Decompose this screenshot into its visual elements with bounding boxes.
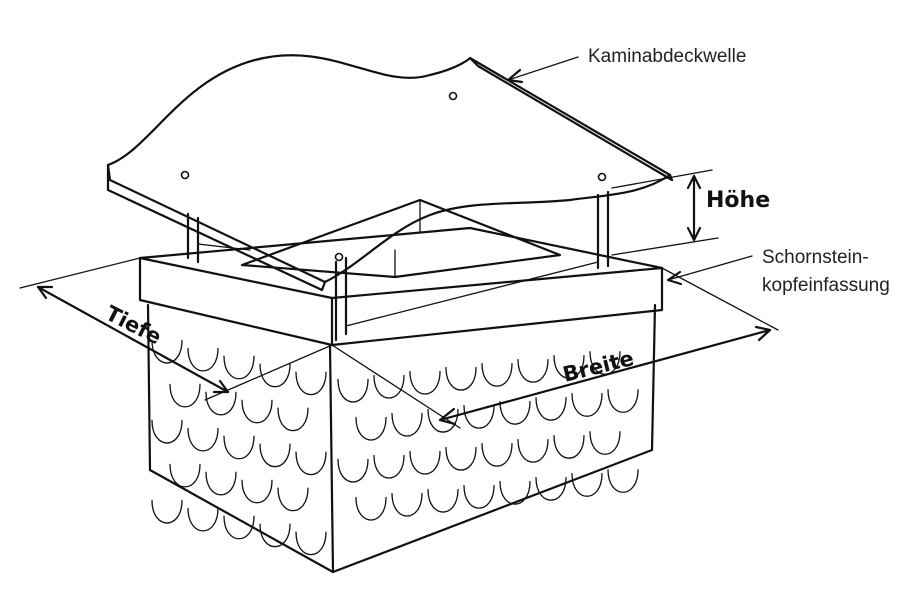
chimney-left-edge <box>146 303 152 472</box>
height-dimension: Höhe <box>611 169 770 256</box>
shingle <box>259 443 291 468</box>
shingle <box>205 471 237 496</box>
depth-label: Tiefe <box>102 301 166 349</box>
height-arrows <box>686 174 702 242</box>
width-label: Breite <box>560 346 636 387</box>
width-extension-left <box>331 344 461 429</box>
shingle <box>571 473 603 497</box>
collar-callout-label-line2: kopfeinfassung <box>762 275 890 296</box>
width-arrows <box>438 325 772 426</box>
collar-callout-label-line1: Schornstein- <box>762 247 869 268</box>
width-extension-right <box>661 267 779 331</box>
shingle <box>553 355 585 379</box>
callout-leaders <box>506 56 753 286</box>
shingle <box>151 419 183 444</box>
depth-dimension-line <box>36 285 230 394</box>
cap-front-thickness <box>106 163 327 292</box>
collar-leader-arrow <box>666 270 683 286</box>
shingle <box>535 477 567 501</box>
depth-dimension: Tiefe <box>19 257 333 401</box>
shingle <box>535 397 567 421</box>
chimney-collar <box>138 198 664 347</box>
shingle <box>355 416 387 441</box>
shingle <box>223 435 255 460</box>
rivet <box>334 252 344 262</box>
shingle <box>355 496 387 521</box>
height-extension-bottom <box>611 237 719 256</box>
shingle <box>571 393 603 417</box>
shingle <box>205 391 237 416</box>
shingle <box>277 407 309 432</box>
post-rails <box>197 243 599 327</box>
depth-extension-back <box>19 257 141 289</box>
cap-leader-arrow <box>506 68 524 84</box>
shingle <box>463 484 495 509</box>
post-right <box>596 190 610 270</box>
shingle <box>607 469 639 493</box>
shingle <box>481 442 513 467</box>
width-dimension-line <box>438 328 772 422</box>
shingle <box>295 451 327 476</box>
shingle <box>295 531 327 556</box>
shingle <box>241 479 273 504</box>
shingle <box>259 363 291 388</box>
shingle <box>427 408 459 433</box>
shingle <box>409 450 441 475</box>
chimney-front-edge <box>328 343 335 574</box>
slate-shingles <box>151 339 639 556</box>
height-extension-top <box>611 169 713 189</box>
shingle <box>481 362 513 387</box>
flue-inner-edges <box>394 199 421 278</box>
shingle <box>517 439 549 463</box>
shingle <box>553 435 585 459</box>
shingle <box>241 399 273 424</box>
shingle <box>337 378 369 403</box>
post-left <box>186 212 200 264</box>
rivet <box>180 170 190 180</box>
wavy-cap <box>106 54 674 292</box>
collar-leader-line <box>667 255 753 281</box>
shingle <box>589 431 621 455</box>
chimney-body <box>146 303 657 574</box>
collar-top-face <box>138 226 664 300</box>
shingle <box>373 374 405 399</box>
shingle <box>277 487 309 512</box>
shingle <box>499 480 531 505</box>
shingle <box>373 454 405 479</box>
rivet <box>597 172 607 182</box>
shingle <box>187 427 219 452</box>
shingle <box>295 371 327 396</box>
depth-arrows <box>36 285 230 394</box>
shingle <box>445 366 477 391</box>
cap-callout-label: Kaminabdeckwelle <box>588 46 747 67</box>
shingle <box>391 492 423 517</box>
shingle <box>337 458 369 483</box>
shingle <box>187 507 219 532</box>
shingle <box>187 347 219 372</box>
cap-leader-line <box>507 56 579 81</box>
shingle <box>499 400 531 425</box>
chimney-bottom-edge <box>148 448 654 574</box>
shingle <box>427 488 459 513</box>
shingle <box>151 339 183 364</box>
cap-sheet <box>106 54 672 284</box>
shingle <box>259 523 291 548</box>
flue-opening <box>240 198 562 279</box>
shingle <box>151 499 183 524</box>
shingle <box>517 359 549 383</box>
shingle <box>223 515 255 540</box>
chimney-right-edge <box>650 303 657 452</box>
shingle <box>223 355 255 380</box>
shingle <box>607 389 639 413</box>
collar-side-faces <box>138 256 664 347</box>
shingle <box>391 412 423 437</box>
height-label: Höhe <box>706 188 770 213</box>
shingle <box>445 446 477 471</box>
shingle <box>409 370 441 395</box>
rivet <box>448 91 458 101</box>
shingle <box>169 383 201 408</box>
shingle <box>169 463 201 488</box>
